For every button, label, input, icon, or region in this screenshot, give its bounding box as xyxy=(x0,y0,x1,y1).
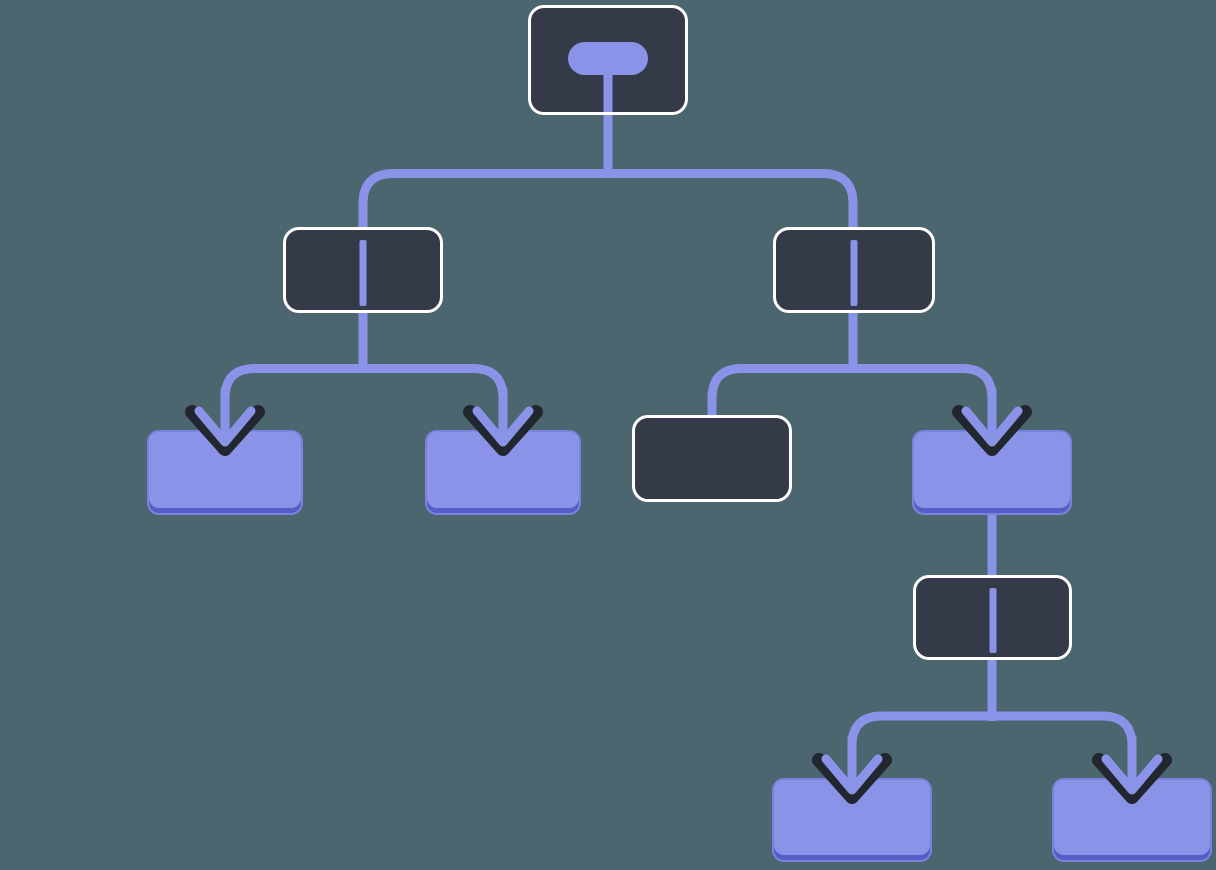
chevron-dark-stroke xyxy=(463,405,543,456)
node-right-b-child[interactable] xyxy=(913,575,1072,660)
node-root[interactable] xyxy=(528,5,688,115)
double-chevron-down-icon[interactable] xyxy=(1092,726,1172,806)
arrow-head xyxy=(961,406,1023,447)
chevron-dark-stroke xyxy=(1092,753,1172,804)
edge-child-to-bottom-leaves xyxy=(847,711,1137,778)
root-stem-line xyxy=(603,68,613,112)
edge-left-to-leaves xyxy=(220,364,508,430)
node-left[interactable] xyxy=(283,227,443,313)
chevron-dark-stroke xyxy=(185,405,265,456)
chevron-dark-stroke xyxy=(812,753,892,804)
pass-through-line xyxy=(359,240,367,306)
pass-through-line xyxy=(850,240,858,306)
double-chevron-down-icon[interactable] xyxy=(463,378,543,458)
pass-through-line xyxy=(989,588,996,653)
arrow-head xyxy=(472,406,534,447)
double-chevron-down-icon[interactable] xyxy=(812,726,892,806)
double-chevron-down-icon[interactable] xyxy=(952,378,1032,458)
arrow-head xyxy=(821,754,883,795)
node-right[interactable] xyxy=(773,227,935,313)
edge-root-to-level2 xyxy=(358,169,858,235)
arrow-head xyxy=(194,406,256,447)
arrow-head xyxy=(1101,754,1163,795)
chevron-dark-stroke xyxy=(952,405,1032,456)
double-chevron-down-icon[interactable] xyxy=(185,378,265,458)
node-right-a[interactable] xyxy=(632,415,792,502)
